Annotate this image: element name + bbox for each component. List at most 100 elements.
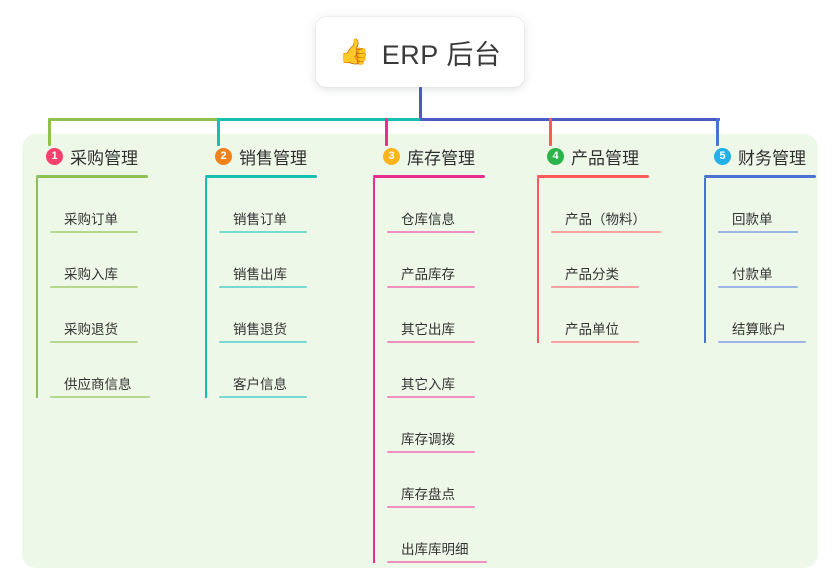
root-node-card[interactable]: 👍 ERP 后台 xyxy=(316,17,524,87)
branches-panel xyxy=(22,134,818,568)
thumbs-up-icon: 👍 xyxy=(338,37,370,66)
branch-item[interactable]: 销售订单 xyxy=(217,178,353,233)
branch-header-rule xyxy=(36,175,148,178)
branch-header[interactable]: 4 产品管理 xyxy=(535,144,695,168)
branch-item-rule xyxy=(50,231,138,233)
connector-bar-segment-2 xyxy=(218,118,422,121)
branch-item-rule xyxy=(50,396,150,398)
branch-column: 4 产品管理产品（物料） 产品分类产品单位 xyxy=(535,144,695,343)
branch-item[interactable]: 回款单 xyxy=(716,178,839,233)
branch-drop-4 xyxy=(549,118,552,146)
branch-item-rule xyxy=(50,286,138,288)
branch-drop-2 xyxy=(217,118,220,146)
branch-item-label: 产品库存 xyxy=(401,267,455,283)
root-node-title: ERP 后台 xyxy=(381,39,502,70)
branch-spine xyxy=(36,178,38,398)
branch-drop-5 xyxy=(716,118,719,146)
branch-spine xyxy=(704,178,706,343)
branch-title: 产品管理 xyxy=(571,148,639,168)
branch-item[interactable]: 其它入库 xyxy=(385,343,531,398)
branch-item[interactable]: 产品单位 xyxy=(549,288,695,343)
branch-item[interactable]: 采购退货 xyxy=(48,288,184,343)
branch-spine xyxy=(373,178,375,563)
branch-item-label: 仓库信息 xyxy=(401,212,455,228)
branch-spine xyxy=(537,178,539,343)
branch-drop-1 xyxy=(48,118,51,146)
connector-bar-segment-1 xyxy=(49,118,220,121)
branch-header-rule xyxy=(537,175,649,178)
branch-item-rule xyxy=(387,396,475,398)
branch-title: 采购管理 xyxy=(70,148,138,168)
branch-number-badge: 4 xyxy=(547,147,564,165)
branch-item[interactable]: 采购入库 xyxy=(48,233,184,288)
branch-item-list: 仓库信息产品库存其它出库其它入库库存调拨库存盘点出库库明细 xyxy=(371,178,531,563)
branch-item-label: 销售退货 xyxy=(233,322,287,338)
branch-item-label: 供应商信息 xyxy=(64,377,132,393)
branch-header[interactable]: 2 销售管理 xyxy=(203,144,353,168)
branch-item-rule xyxy=(219,231,307,233)
branch-item-label: 产品分类 xyxy=(565,267,619,283)
root-stem xyxy=(419,87,422,121)
branch-title: 销售管理 xyxy=(239,148,307,168)
branch-spine xyxy=(205,178,207,398)
branch-item-list: 采购订单采购入库采购退货供应商信息 xyxy=(34,178,184,398)
branch-item-rule xyxy=(387,561,487,563)
branch-item-label: 采购入库 xyxy=(64,267,118,283)
branch-item-rule xyxy=(551,231,661,233)
branch-number-badge: 1 xyxy=(46,147,63,165)
branch-item-label: 销售出库 xyxy=(233,267,287,283)
branch-title: 库存管理 xyxy=(407,148,475,168)
branch-item-label: 付款单 xyxy=(732,267,773,283)
branch-item[interactable]: 仓库信息 xyxy=(385,178,531,233)
branch-item-label: 产品单位 xyxy=(565,322,619,338)
branch-item[interactable]: 产品分类 xyxy=(549,233,695,288)
branch-item[interactable]: 付款单 xyxy=(716,233,839,288)
branch-item-label: 采购订单 xyxy=(64,212,118,228)
branch-item-label: 库存调拨 xyxy=(401,432,455,448)
branch-item-list: 销售订单销售出库销售退货客户信息 xyxy=(203,178,353,398)
branch-item-rule xyxy=(718,341,806,343)
branch-item[interactable]: 结算账户 xyxy=(716,288,839,343)
branch-item-label: 采购退货 xyxy=(64,322,118,338)
branch-item-label: 出库库明细 xyxy=(401,542,469,558)
branch-item[interactable]: 采购订单 xyxy=(48,178,184,233)
branch-header[interactable]: 1 采购管理 xyxy=(34,144,184,168)
branch-item-label: 销售订单 xyxy=(233,212,287,228)
branch-item[interactable]: 库存盘点 xyxy=(385,453,531,508)
branch-item[interactable]: 出库库明细 xyxy=(385,508,531,563)
branch-item[interactable]: 库存调拨 xyxy=(385,398,531,453)
branch-item-label: 库存盘点 xyxy=(401,487,455,503)
branch-item[interactable]: 销售退货 xyxy=(217,288,353,343)
branch-item-rule xyxy=(387,286,475,288)
branch-item[interactable]: 产品（物料） xyxy=(549,178,695,233)
branch-item-rule xyxy=(387,451,475,453)
branch-header-rule xyxy=(205,175,317,178)
root-node-content: 👍 ERP 后台 xyxy=(339,33,502,72)
branch-number-badge: 2 xyxy=(215,147,232,165)
branch-item-rule xyxy=(551,286,639,288)
branch-item-list: 回款单付款单结算账户 xyxy=(702,178,839,343)
branch-column: 2 销售管理销售订单销售出库销售退货客户信息 xyxy=(203,144,353,398)
branch-header-rule xyxy=(373,175,485,178)
branch-item-label: 其它出库 xyxy=(401,322,455,338)
branch-item[interactable]: 客户信息 xyxy=(217,343,353,398)
branch-item-rule xyxy=(718,231,798,233)
branch-item[interactable]: 销售出库 xyxy=(217,233,353,288)
branch-item[interactable]: 供应商信息 xyxy=(48,343,184,398)
branch-item-rule xyxy=(219,341,307,343)
branch-item[interactable]: 其它出库 xyxy=(385,288,531,343)
branch-item-label: 客户信息 xyxy=(233,377,287,393)
branch-header-rule xyxy=(704,175,816,178)
branch-item-rule xyxy=(50,341,138,343)
branch-item-rule xyxy=(219,286,307,288)
connector-bar-segment-3 xyxy=(420,118,720,121)
branch-item-rule xyxy=(387,231,475,233)
branch-item-rule xyxy=(551,341,639,343)
branch-item[interactable]: 产品库存 xyxy=(385,233,531,288)
branch-number-badge: 5 xyxy=(714,147,731,165)
branch-item-rule xyxy=(387,341,475,343)
